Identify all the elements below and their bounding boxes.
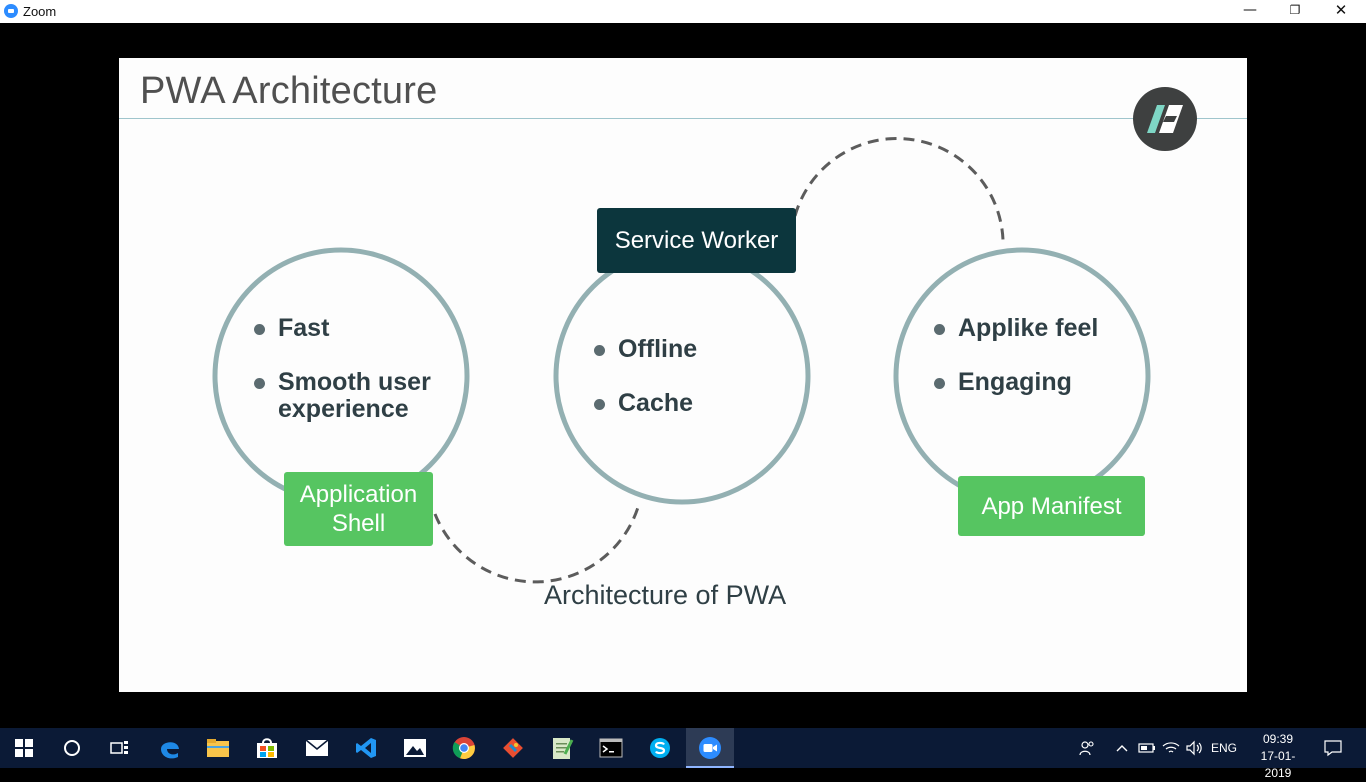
top-dashed-connector [793,137,1005,241]
bullet-dot [254,378,265,389]
bullet-dot [594,345,605,356]
service-worker-badge: Service Worker [597,208,796,273]
show-hidden-icons-button[interactable] [1112,728,1132,768]
mail-icon [305,739,329,756]
notepad-app[interactable] [538,728,586,768]
bullet-offline: Offline [594,336,697,363]
folder-icon [207,739,229,757]
bullet-engaging: Engaging [934,369,1098,396]
notification-icon [1324,740,1342,757]
mail-app[interactable] [293,728,341,768]
bullet-dot [934,324,945,335]
file-explorer-app[interactable] [194,728,242,768]
photos-app[interactable] [391,728,439,768]
chevron-up-icon [1116,745,1128,752]
store-app[interactable] [243,728,291,768]
bullet-applike-feel: Applike feel [934,315,1098,342]
zoom-icon [699,737,721,759]
close-button[interactable]: ✕ [1334,1,1348,19]
bullet-smooth-ux: Smooth user experience [254,369,431,423]
people-button[interactable] [1074,728,1100,768]
speaker-icon [1186,740,1202,756]
slide-title: PWA Architecture [140,70,438,112]
task-view-icon [110,741,128,754]
windows-icon [15,739,33,757]
bullet-dot [934,378,945,389]
zoom-app[interactable] [686,728,734,768]
app-manifest-badge: App Manifest [958,476,1145,536]
company-logo-icon [1133,87,1197,151]
skype-icon [650,738,670,758]
chrome-app[interactable] [440,728,488,768]
window-titlebar: Zoom — ❐ ✕ [0,0,1366,23]
vscode-app[interactable] [342,728,390,768]
terminal-icon [599,738,623,758]
title-divider [119,118,1247,119]
taskbar-clock[interactable]: 09:39 17-01-2019 [1248,731,1308,782]
shared-slide: PWA Architecture Fast Smooth user experi… [119,58,1247,692]
minimize-button[interactable]: — [1243,2,1257,18]
input-language[interactable]: ENG [1210,741,1237,755]
wifi-icon [1162,742,1180,753]
zoom-app-icon [4,4,18,18]
edge-icon [161,742,179,759]
edge-app[interactable] [146,728,194,768]
bullet-dot [254,324,265,335]
clock-time: 09:39 [1262,732,1294,746]
bullet-fast: Fast [254,315,431,342]
search-button[interactable] [48,728,96,768]
git-app[interactable] [489,728,537,768]
application-shell-badge: Application Shell [284,472,433,546]
bullet-cache: Cache [594,390,697,417]
battery-icon [1138,743,1155,753]
git-icon [503,738,523,758]
photos-icon [404,739,426,757]
skype-app[interactable] [636,728,684,768]
people-icon [1079,741,1094,756]
start-button[interactable] [0,728,48,768]
windows-taskbar: ENG 09:39 17-01-2019 [0,728,1366,780]
diagram-caption: Architecture of PWA [544,580,787,610]
notepad-icon [553,738,574,759]
store-icon [257,738,277,758]
restore-button[interactable]: ❐ [1289,3,1301,17]
bottom-dashed-connector [433,503,641,584]
app-shell-bullets: Fast Smooth user experience [254,315,431,450]
clock-date: 17-01-2019 [1260,749,1296,780]
window-title: Zoom [23,4,57,19]
service-worker-bullets: Offline Cache [594,336,697,444]
terminal-app[interactable] [587,728,635,768]
task-view-button[interactable] [96,728,144,768]
app-manifest-bullets: Applike feel Engaging [934,315,1098,423]
cortana-icon [64,740,80,756]
action-center-button[interactable] [1318,728,1348,768]
bullet-dot [594,399,605,410]
network-button[interactable] [1160,728,1182,768]
battery-button[interactable] [1136,728,1158,768]
chrome-icon [452,737,475,760]
vscode-icon [356,738,376,758]
volume-button[interactable] [1184,728,1206,768]
